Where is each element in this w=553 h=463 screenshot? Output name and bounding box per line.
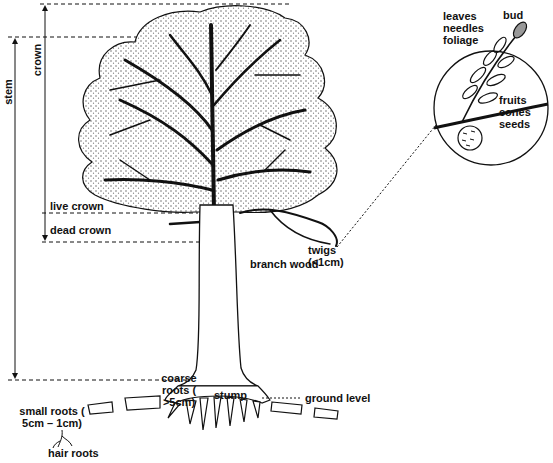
trunk (178, 205, 258, 386)
part-label: twigs (<1cm) (308, 244, 348, 268)
part-label: stump (214, 389, 247, 401)
roots (88, 386, 338, 430)
part-label: small roots ( 5cm – 1cm) (14, 405, 90, 429)
part-label: live crown (50, 200, 104, 212)
inset-circle (433, 50, 549, 166)
part-label: coarse roots ( >5cm) (146, 372, 212, 408)
magnified-inset: leaves needles foliagebudfruits cones se… (433, 50, 549, 166)
part-label: hair roots (48, 447, 99, 459)
hair-root-symbol (53, 430, 72, 448)
inset-label: bud (503, 9, 533, 21)
part-label: dead crown (50, 224, 111, 236)
inset-label: leaves needles foliage (443, 10, 493, 46)
crown-foliage (79, 6, 337, 213)
part-label: ground level (305, 392, 370, 404)
part-label: stem (2, 79, 14, 105)
part-label: crown (31, 44, 43, 76)
inset-label: fruits cones seeds (499, 94, 539, 130)
